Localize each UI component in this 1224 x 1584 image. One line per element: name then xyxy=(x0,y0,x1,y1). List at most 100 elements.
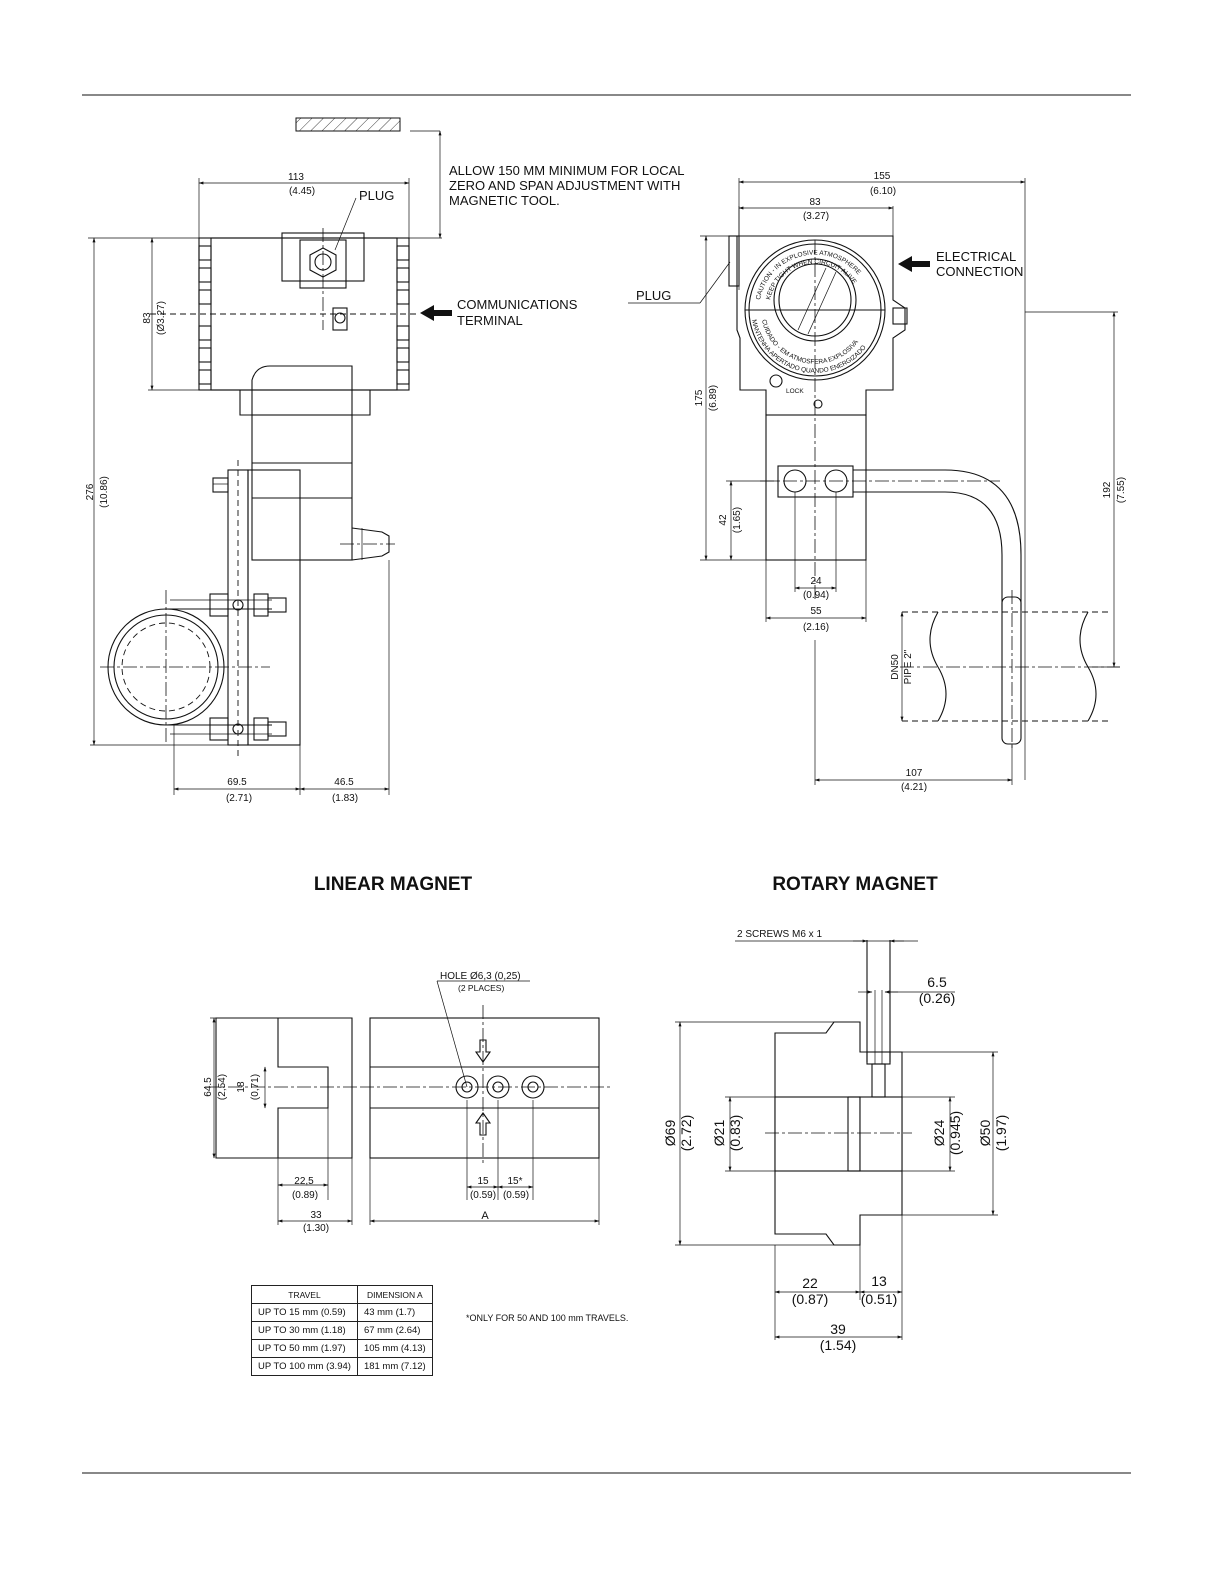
travel-cell: UP TO 100 mm (3.94) xyxy=(251,1357,358,1376)
dim-83-right: 83 xyxy=(809,197,821,208)
dim-d21-in: (0.83) xyxy=(727,1115,743,1152)
table-header-dimension: DIMENSION A xyxy=(356,1285,433,1304)
dim-39-in: (1.54) xyxy=(820,1337,857,1353)
dim-107: 107 xyxy=(906,768,923,779)
right-front-view xyxy=(628,178,1120,785)
dim-276: 276 xyxy=(85,483,96,500)
rotary-magnet-title: ROTARY MAGNET xyxy=(772,874,938,895)
dimension-cell: 43 mm (1.7) xyxy=(356,1303,433,1322)
dim-83-left-in: (Ø3.27) xyxy=(156,301,167,335)
dim-155: 155 xyxy=(874,171,891,182)
dim-15-star: 15* xyxy=(507,1176,522,1187)
screws-label: 2 SCREWS M6 x 1 xyxy=(737,929,822,940)
dim-55: 55 xyxy=(810,606,822,617)
dim-24: 24 xyxy=(810,576,822,587)
dim-69-5-in: (2.71) xyxy=(226,793,252,804)
magnet-holes xyxy=(455,1075,545,1099)
dim-42: 42 xyxy=(718,514,729,526)
ubolt-nuts xyxy=(209,593,287,741)
hole-label: HOLE Ø6,3 (0,25) xyxy=(440,971,521,982)
dim-13-in: (0.51) xyxy=(861,1291,898,1307)
comm-terminal-arrow xyxy=(420,305,452,321)
table-row: UP TO 100 mm (3.94) 181 mm (7.12) xyxy=(251,1357,433,1376)
dim-192: 192 xyxy=(1102,481,1113,498)
dim-42-in: (1.65) xyxy=(732,507,743,533)
dim-d50-in: (1.97) xyxy=(993,1115,1009,1152)
dim-33: 33 xyxy=(310,1210,322,1221)
allow-note-line1: ALLOW 150 MM MINIMUM FOR LOCAL xyxy=(449,163,684,178)
travel-cell: UP TO 50 mm (1.97) xyxy=(251,1339,358,1358)
rotary-magnet-drawing xyxy=(675,939,998,1340)
travel-dimension-table: TRAVEL DIMENSION A UP TO 15 mm (0.59) 43… xyxy=(251,1285,433,1376)
dim-6-5-in: (0.26) xyxy=(919,990,956,1006)
dim-6-5: 6.5 xyxy=(927,974,947,990)
dim-64-5-in: (2,54) xyxy=(217,1074,228,1100)
table-row: UP TO 30 mm (1.18) 67 mm (2.64) xyxy=(251,1321,433,1340)
clearance-block xyxy=(295,117,401,132)
dim-39: 39 xyxy=(830,1321,846,1337)
dim-155-in: (6.10) xyxy=(870,186,896,197)
dimension-cell: 181 mm (7.12) xyxy=(356,1357,433,1376)
dim-18: 18 xyxy=(236,1081,247,1093)
dim-d21: Ø21 xyxy=(711,1120,727,1147)
electrical-connection-arrow xyxy=(898,256,930,272)
linear-magnet-drawing xyxy=(205,980,610,1225)
pipe-dn50-label: DN50 xyxy=(890,654,901,680)
dim-69-5: 69.5 xyxy=(227,777,247,788)
left-side-view xyxy=(88,117,452,795)
pipe-2in-label: PIPE 2" xyxy=(903,649,914,684)
linear-magnet-title: LINEAR MAGNET xyxy=(314,874,473,895)
dim-a: A xyxy=(481,1210,489,1222)
table-row: UP TO 15 mm (0.59) 43 mm (1.7) xyxy=(251,1303,433,1322)
table-row: UP TO 50 mm (1.97) 105 mm (4.13) xyxy=(251,1339,433,1358)
dim-33-in: (1.30) xyxy=(303,1223,329,1234)
allow-note-line2: ZERO AND SPAN ADJUSTMENT WITH xyxy=(449,178,680,193)
plug-label-left: PLUG xyxy=(359,188,394,203)
lock-label: LOCK xyxy=(786,388,804,395)
dim-22: 22 xyxy=(802,1275,818,1291)
travel-cell: UP TO 15 mm (0.59) xyxy=(251,1303,358,1322)
table-header-row: TRAVEL DIMENSION A xyxy=(251,1285,433,1304)
housing-fins-left xyxy=(198,245,212,385)
comm-label-line2: TERMINAL xyxy=(457,313,523,328)
dimension-cell: 105 mm (4.13) xyxy=(356,1339,433,1358)
dim-113: 113 xyxy=(288,172,304,183)
dim-46-5: 46.5 xyxy=(334,777,354,788)
dim-46-5-in: (1.83) xyxy=(332,793,358,804)
dim-22-5-in: (0.89) xyxy=(292,1190,318,1201)
dimension-cell: 67 mm (2.64) xyxy=(356,1321,433,1340)
dim-d24: Ø24 xyxy=(931,1120,947,1147)
dim-22-in: (0.87) xyxy=(792,1291,829,1307)
electrical-label-line1: ELECTRICAL xyxy=(936,249,1016,264)
dim-d24-in: (0.945) xyxy=(947,1111,963,1155)
dim-113-in: (4.45) xyxy=(289,186,315,197)
dim-18-in: (0,71) xyxy=(250,1074,261,1100)
allow-note-line3: MAGNETIC TOOL. xyxy=(449,193,560,208)
housing-fins-right xyxy=(396,245,410,385)
plug-label-right: PLUG xyxy=(636,288,671,303)
dim-24-in: (0.94) xyxy=(803,590,829,601)
hole-places-label: (2 PLACES) xyxy=(458,983,504,993)
electrical-label-line2: CONNECTION xyxy=(936,264,1023,279)
dim-d69: Ø69 xyxy=(662,1120,678,1147)
dim-276-in: (10.86) xyxy=(99,476,110,508)
travel-cell: UP TO 30 mm (1.18) xyxy=(251,1321,358,1340)
dim-175: 175 xyxy=(694,389,705,406)
dim-192-in: (7.55) xyxy=(1116,477,1127,503)
comm-label-line1: COMMUNICATIONS xyxy=(457,297,578,312)
table-header-travel: TRAVEL xyxy=(251,1285,358,1304)
dim-15-in: (0.59) xyxy=(470,1190,496,1201)
travel-note: *ONLY FOR 50 AND 100 mm TRAVELS. xyxy=(466,1313,629,1323)
dim-22-5: 22,5 xyxy=(294,1176,314,1187)
dim-175-in: (6.89) xyxy=(708,385,719,411)
dim-107-in: (4.21) xyxy=(901,782,927,793)
dim-64-5: 64.5 xyxy=(203,1077,214,1097)
dim-15-star-in: (0.59) xyxy=(503,1190,529,1201)
dim-d50: Ø50 xyxy=(977,1120,993,1147)
dim-83-right-in: (3.27) xyxy=(803,211,829,222)
dim-15: 15 xyxy=(477,1176,489,1187)
dim-55-in: (2.16) xyxy=(803,622,829,633)
dim-83-left: 83 xyxy=(142,312,153,324)
dim-d69-in: (2.72) xyxy=(678,1115,694,1152)
